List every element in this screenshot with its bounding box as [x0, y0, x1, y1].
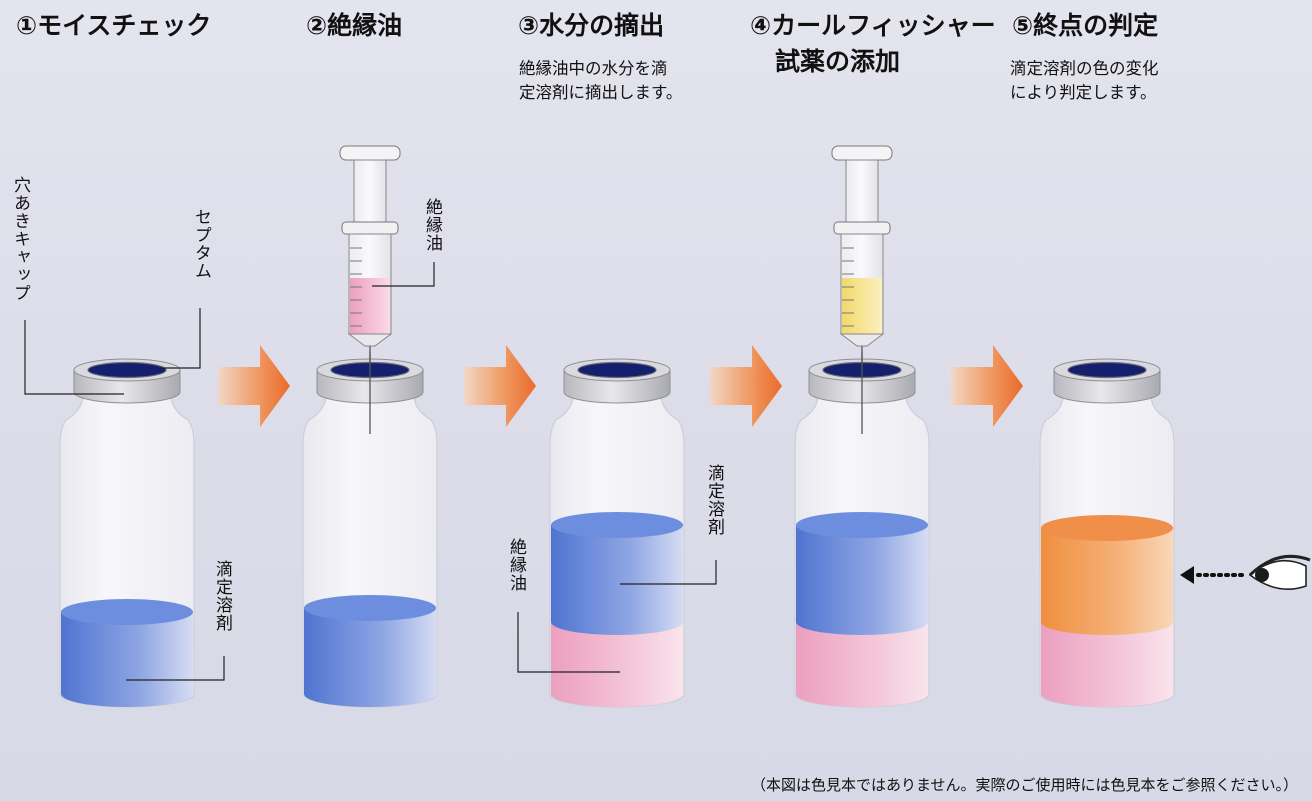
syringe-2-rod: [845, 159, 879, 233]
eye-shape: [1248, 559, 1307, 590]
leader-oil-syringe: [372, 262, 435, 287]
arrows-layer: [218, 345, 1023, 427]
vial-1: [59, 358, 195, 708]
step-2-title: ②絶縁油: [306, 11, 403, 40]
vial-3-liquid-0: [551, 622, 683, 707]
syringe-2-thumb: [831, 145, 893, 161]
syringes-layer: [339, 145, 893, 364]
vial-3-liquid-1-surface: [551, 512, 683, 538]
vial-3-liquid-1: [551, 525, 683, 635]
vial-2-liquid-0-surface: [304, 595, 436, 621]
vial-3-septum: [577, 361, 657, 379]
vial-1-septum: [87, 361, 167, 379]
label-solvent-step3: 滴定溶剤: [704, 464, 724, 536]
step-1-title: ①モイスチェック: [16, 11, 212, 40]
label-oil-syringe: 絶縁油: [422, 198, 442, 252]
syringe-2-tip: [839, 333, 885, 347]
eye-arrowhead: [1180, 566, 1194, 584]
eye-icon: [1180, 554, 1311, 590]
label-oil-step3: 絶縁油: [506, 538, 526, 592]
eye-lid: [1248, 554, 1311, 577]
vial-5-septum: [1067, 361, 1147, 379]
vial-5-liquid-1: [1041, 528, 1173, 635]
arrow-right-icon-1: [218, 345, 290, 427]
vial-5: [1039, 358, 1175, 708]
leader-oil-3: [517, 612, 620, 673]
vial-2-liquid-0: [304, 608, 436, 707]
eye-pupil: [1255, 568, 1269, 582]
step-4-title: ④カールフィッシャー 試薬の添加: [750, 11, 996, 76]
vials-layer: [59, 352, 1175, 708]
label-cap: 穴あきキャップ: [10, 176, 30, 302]
syringe-2-flange: [833, 221, 891, 235]
arrow-right-icon-4: [951, 345, 1023, 427]
step-3-description: 絶縁油中の水分を滴 定溶剤に摘出します。: [519, 59, 683, 102]
vial-5-liquid-1-surface: [1041, 515, 1173, 541]
arrow-right-icon-3: [710, 345, 782, 427]
step-5-title: ⑤終点の判定: [1012, 11, 1159, 40]
leader-cap: [24, 320, 124, 395]
step-5-description: 滴定溶剤の色の変化 により判定します。: [1010, 59, 1159, 102]
vial-4-liquid-1: [796, 525, 928, 635]
vial-5-liquid-0: [1041, 622, 1173, 707]
leader-lines-layer: [24, 262, 717, 681]
vial-1-liquid-0-surface: [61, 599, 193, 625]
vial-4-liquid-0: [796, 622, 928, 707]
leader-solvent-3: [620, 560, 717, 585]
leader-solvent-1: [126, 656, 225, 681]
label-septum: セプタム: [191, 208, 211, 280]
arrow-right-icon-2: [464, 345, 536, 427]
footnote: （本図は色見本ではありません。実際のご使用時には色見本をご参照ください。）: [750, 776, 1298, 794]
vial-1-liquid-0: [61, 612, 193, 707]
syringe-icon-2: [831, 145, 893, 364]
syringe-1-rod: [353, 159, 387, 233]
vial-4: [794, 352, 930, 708]
label-solvent-step1: 滴定溶剤: [212, 560, 232, 632]
step-3-title: ③水分の摘出: [518, 11, 665, 40]
vial-3: [549, 358, 685, 708]
vial-4-liquid-1-surface: [796, 512, 928, 538]
syringe-1-flange: [341, 221, 399, 235]
syringe-1-tip: [347, 333, 393, 347]
leader-septum: [160, 308, 201, 369]
syringe-icon-1: [339, 145, 401, 364]
syringe-1-thumb: [339, 145, 401, 161]
vial-2: [302, 352, 438, 708]
